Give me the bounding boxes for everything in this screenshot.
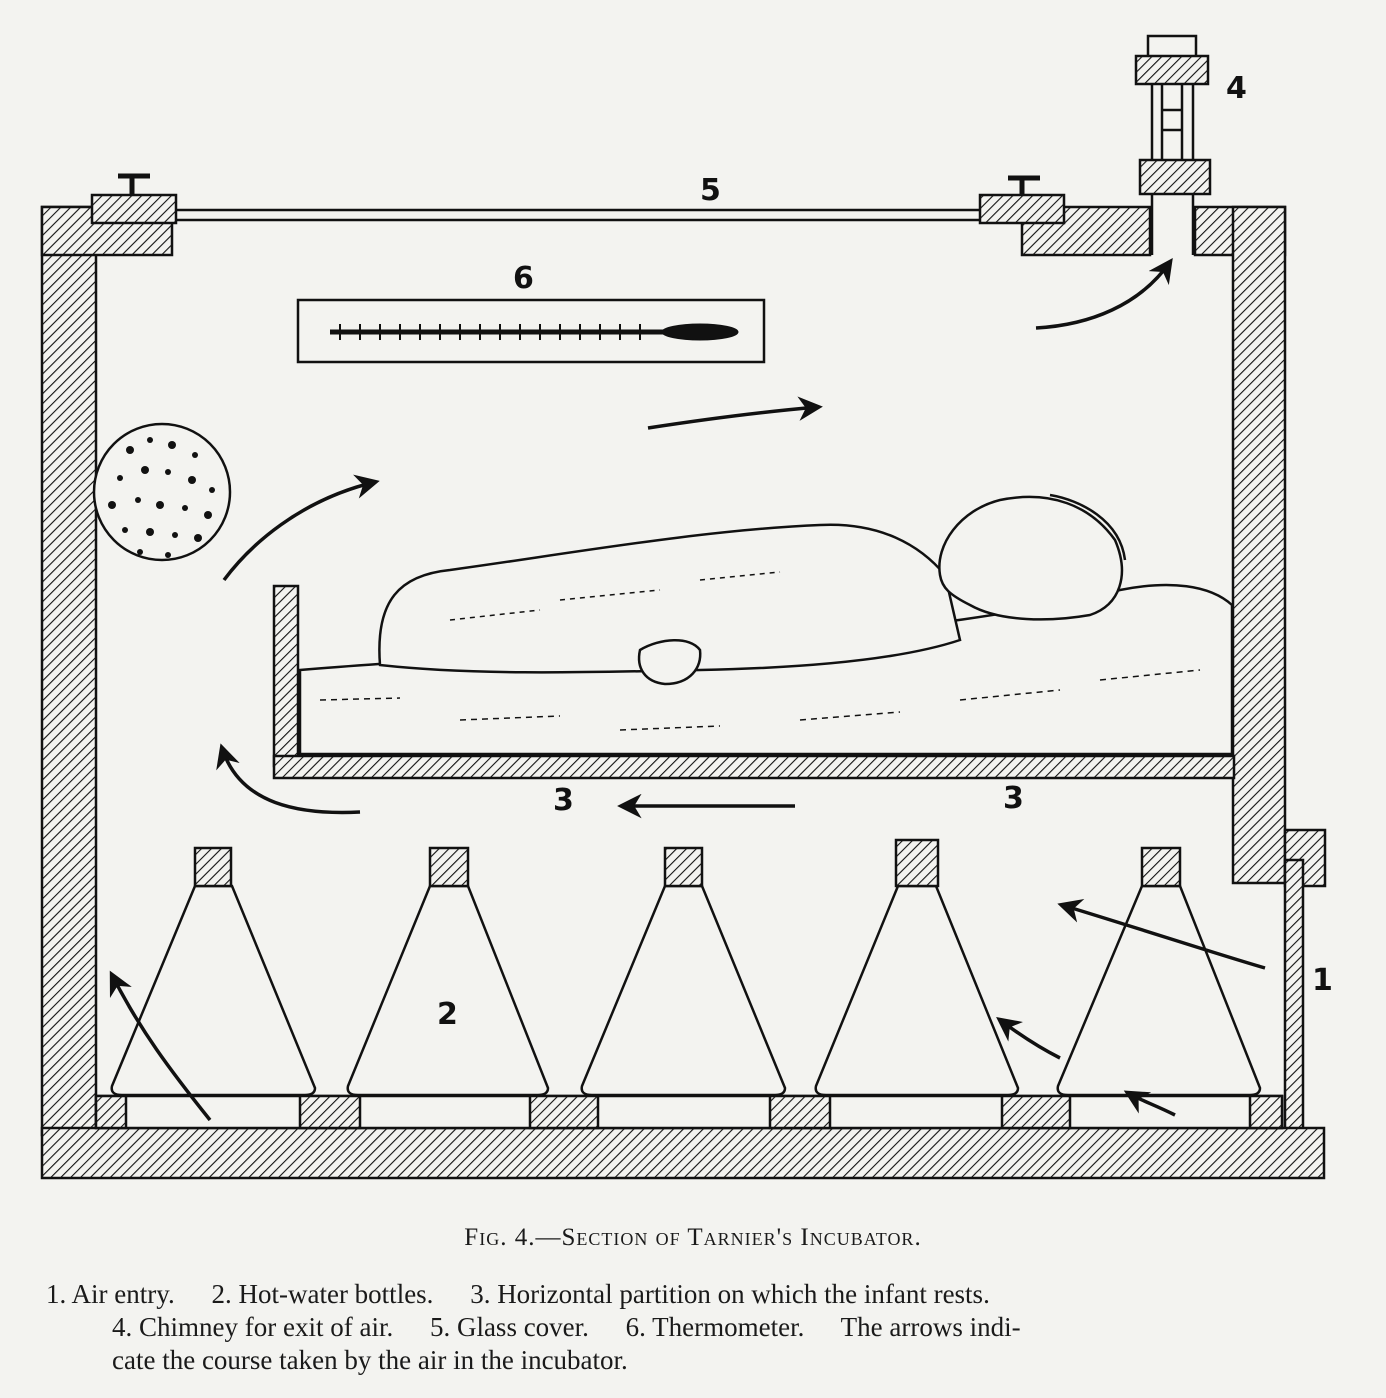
bottle-2 (346, 846, 550, 1097)
arrow-top-center (647, 396, 823, 430)
thermometer (296, 298, 766, 364)
label-bottles: 2 (437, 997, 458, 1032)
legend-item: 5. Glass cover. (429, 1312, 589, 1342)
arrow-bottom-right (1123, 1090, 1176, 1117)
bottle-4 (814, 838, 1020, 1097)
arrow-entry-1 (1057, 899, 1266, 970)
label-partition-left: 3 (553, 783, 574, 818)
bottle-3 (580, 846, 787, 1097)
label-thermometer: 6 (513, 261, 534, 296)
label-air-entry: 1 (1312, 963, 1333, 998)
legend-item: The arrows indi- (840, 1312, 1021, 1342)
chimney (1134, 34, 1212, 255)
legend-item: 2. Hot-water bottles. (211, 1279, 434, 1309)
hot-water-bottles (110, 838, 1262, 1097)
legend-item: 4. Chimney for exit of air. (112, 1312, 394, 1342)
infant (378, 493, 1127, 686)
arrow-left-down (216, 743, 361, 815)
bottle-1 (110, 846, 317, 1097)
horizontal-partition (272, 584, 1236, 780)
figure-legend: 1. Air entry. 2. Hot-water bottles. 3. H… (46, 1278, 1346, 1377)
arrow-left-up (222, 474, 380, 582)
arrow-bottom-left (109, 970, 212, 1122)
incubator-section-diagram: 1 2 3 3 4 5 6 (40, 34, 1333, 1180)
label-partition-right: 3 (1003, 781, 1024, 816)
sponge (92, 422, 232, 562)
legend-line-1: 1. Air entry. 2. Hot-water bottles. 3. H… (46, 1278, 1346, 1311)
bottle-5 (1056, 846, 1262, 1097)
arrow-to-chimney (1035, 257, 1173, 330)
label-chimney: 4 (1226, 71, 1247, 106)
legend-item: 3. Horizontal partition on which the inf… (470, 1279, 990, 1309)
legend-line-2: 4. Chimney for exit of air. 5. Glass cov… (46, 1311, 1346, 1344)
figure-caption-title: Fig. 4.—Section of Tarnier's Incubator. (464, 1224, 922, 1251)
legend-item: 6. Thermometer. (625, 1312, 805, 1342)
legend-line-3: cate the course taken by the air in the … (112, 1345, 628, 1375)
label-glass-cover: 5 (700, 173, 721, 208)
arrow-entry-2 (996, 1017, 1061, 1060)
airflow-arrows (109, 257, 1266, 1122)
legend-item: 1. Air entry. (46, 1279, 175, 1309)
glass-cover (90, 173, 1066, 225)
incubator-walls (40, 205, 1327, 1180)
